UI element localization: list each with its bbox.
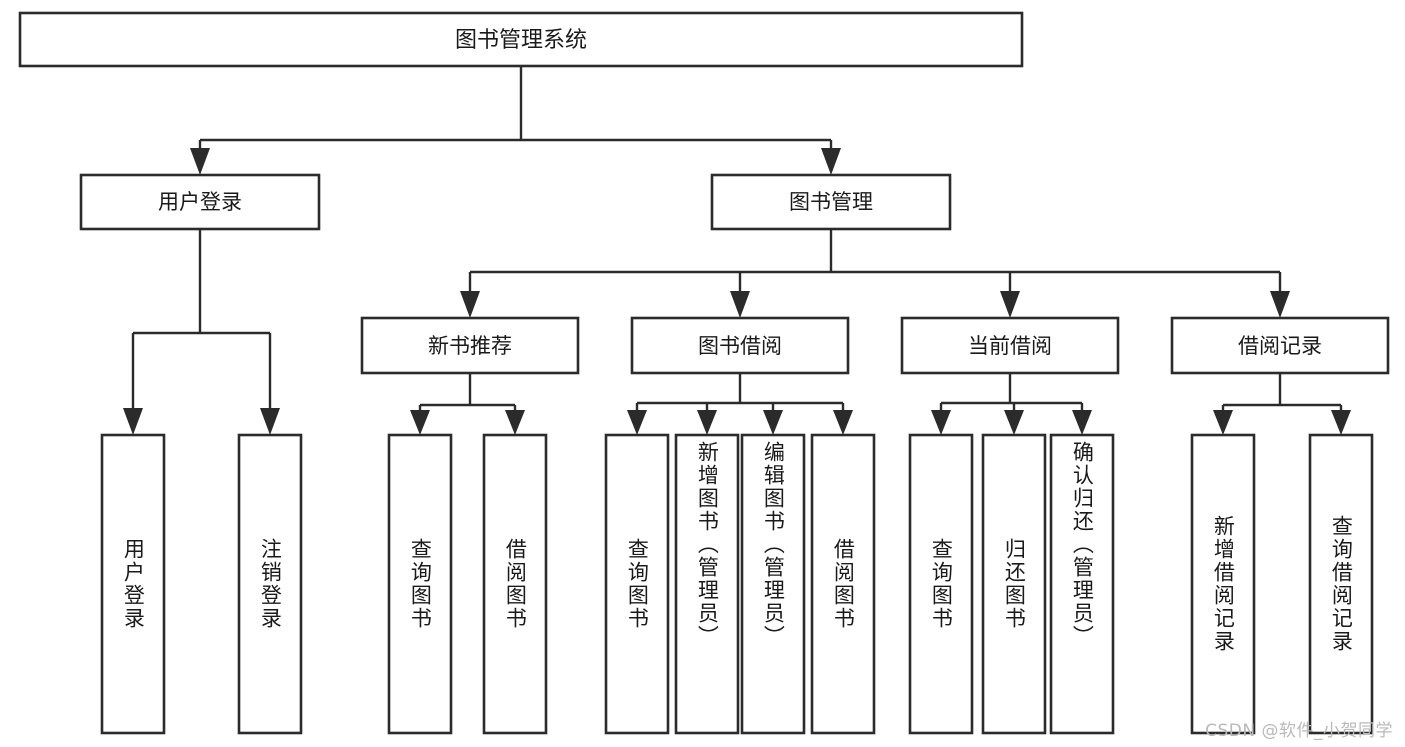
arrow-head-new-book-recommend <box>460 291 480 318</box>
node-leaf-user-login-box[interactable] <box>100 433 166 735</box>
node-new-book-recommend-label: 新书推荐 <box>428 334 512 358</box>
node-leaf-query-book-borrow-box[interactable] <box>604 433 670 735</box>
arrow-head-leaf-query-borrow-record <box>1331 410 1351 435</box>
node-borrow-records-label: 借阅记录 <box>1238 334 1322 358</box>
node-new-book-recommend-box[interactable] <box>360 316 580 375</box>
node-leaf-query-borrow-record-box[interactable] <box>1308 433 1374 735</box>
arrow-head-leaf-return-book <box>1004 410 1024 435</box>
connectors-layer <box>123 66 1351 435</box>
arrow-head-leaf-borrow-book <box>833 410 853 435</box>
node-root-label: 图书管理系统 <box>455 28 587 53</box>
arrow-head-leaf-user-login <box>123 408 143 435</box>
node-book-management-box[interactable] <box>710 173 952 231</box>
arrow-head-leaf-borrow-book-rec <box>505 410 525 435</box>
node-root-box[interactable] <box>18 11 1024 68</box>
nodes-layer: 图书管理系统 用户登录 图书管理 新书推荐 图书借阅 当前借阅 借阅记录 <box>18 11 1390 735</box>
node-leaf-return-book-box[interactable] <box>981 433 1047 735</box>
arrow-head-user-login <box>190 148 210 175</box>
csdn-watermark: CSDN @软件_小贺同学 <box>1205 721 1393 741</box>
arrow-head-leaf-edit-book-admin <box>763 410 783 435</box>
node-book-borrow-box[interactable] <box>630 316 850 375</box>
arrow-head-leaf-add-borrow-record <box>1213 410 1233 435</box>
node-leaf-edit-book-admin-box[interactable] <box>740 433 806 735</box>
node-user-login-box[interactable] <box>79 173 321 231</box>
node-leaf-add-borrow-record-box[interactable] <box>1190 433 1256 735</box>
arrow-head-book-borrow <box>730 291 750 318</box>
node-leaf-borrow-book-rec-box[interactable] <box>482 433 548 735</box>
arrow-head-current-borrow <box>1000 291 1020 318</box>
arrow-head-leaf-add-book-admin <box>697 410 717 435</box>
node-current-borrow-label: 当前借阅 <box>968 334 1052 358</box>
node-leaf-add-book-admin-box[interactable] <box>674 433 740 735</box>
arrow-head-leaf-logout <box>260 408 280 435</box>
node-book-management-label: 图书管理 <box>789 190 873 214</box>
node-leaf-confirm-return-admin-box[interactable] <box>1049 433 1115 735</box>
arrow-head-borrow-records <box>1270 291 1290 318</box>
node-user-login-label: 用户登录 <box>158 190 242 214</box>
arrow-head-leaf-query-book-rec <box>410 410 430 435</box>
node-leaf-borrow-book-box[interactable] <box>810 433 876 735</box>
arrow-head-leaf-query-book-borrow <box>627 410 647 435</box>
node-current-borrow-box[interactable] <box>900 316 1120 375</box>
node-leaf-query-book-rec-box[interactable] <box>387 433 453 735</box>
arrow-head-leaf-query-book-current <box>931 410 951 435</box>
arrow-head-book-management <box>821 148 841 175</box>
node-leaf-query-book-current-box[interactable] <box>908 433 974 735</box>
arrow-head-leaf-confirm-return-admin <box>1072 410 1092 435</box>
node-leaf-logout-box[interactable] <box>237 433 303 735</box>
node-borrow-records-box[interactable] <box>1170 316 1390 375</box>
node-book-borrow-label: 图书借阅 <box>698 334 782 358</box>
